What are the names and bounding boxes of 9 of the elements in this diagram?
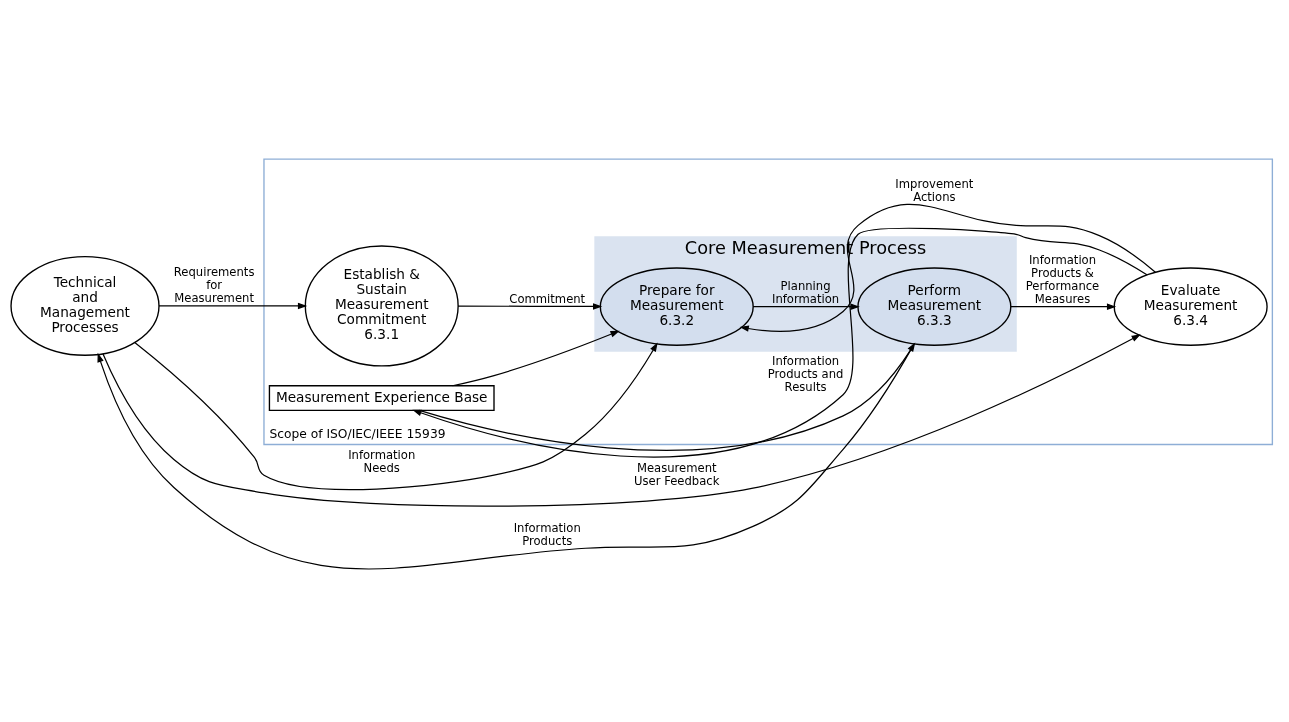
edge-label: Commitment [509, 291, 586, 306]
edge-label: Information Products [513, 520, 581, 548]
edge-label: Measurement User Feedback [634, 460, 720, 488]
edge-label: Information Products & Performance Measures [1025, 252, 1100, 306]
edge-label: Improvement Actions [895, 176, 974, 204]
edge-label: Information Products and Results [767, 353, 844, 394]
edge-label: Planning Information [772, 278, 840, 306]
edge-label: Information Needs [348, 447, 416, 475]
edge-label: Requirements for Measurement [173, 264, 255, 305]
